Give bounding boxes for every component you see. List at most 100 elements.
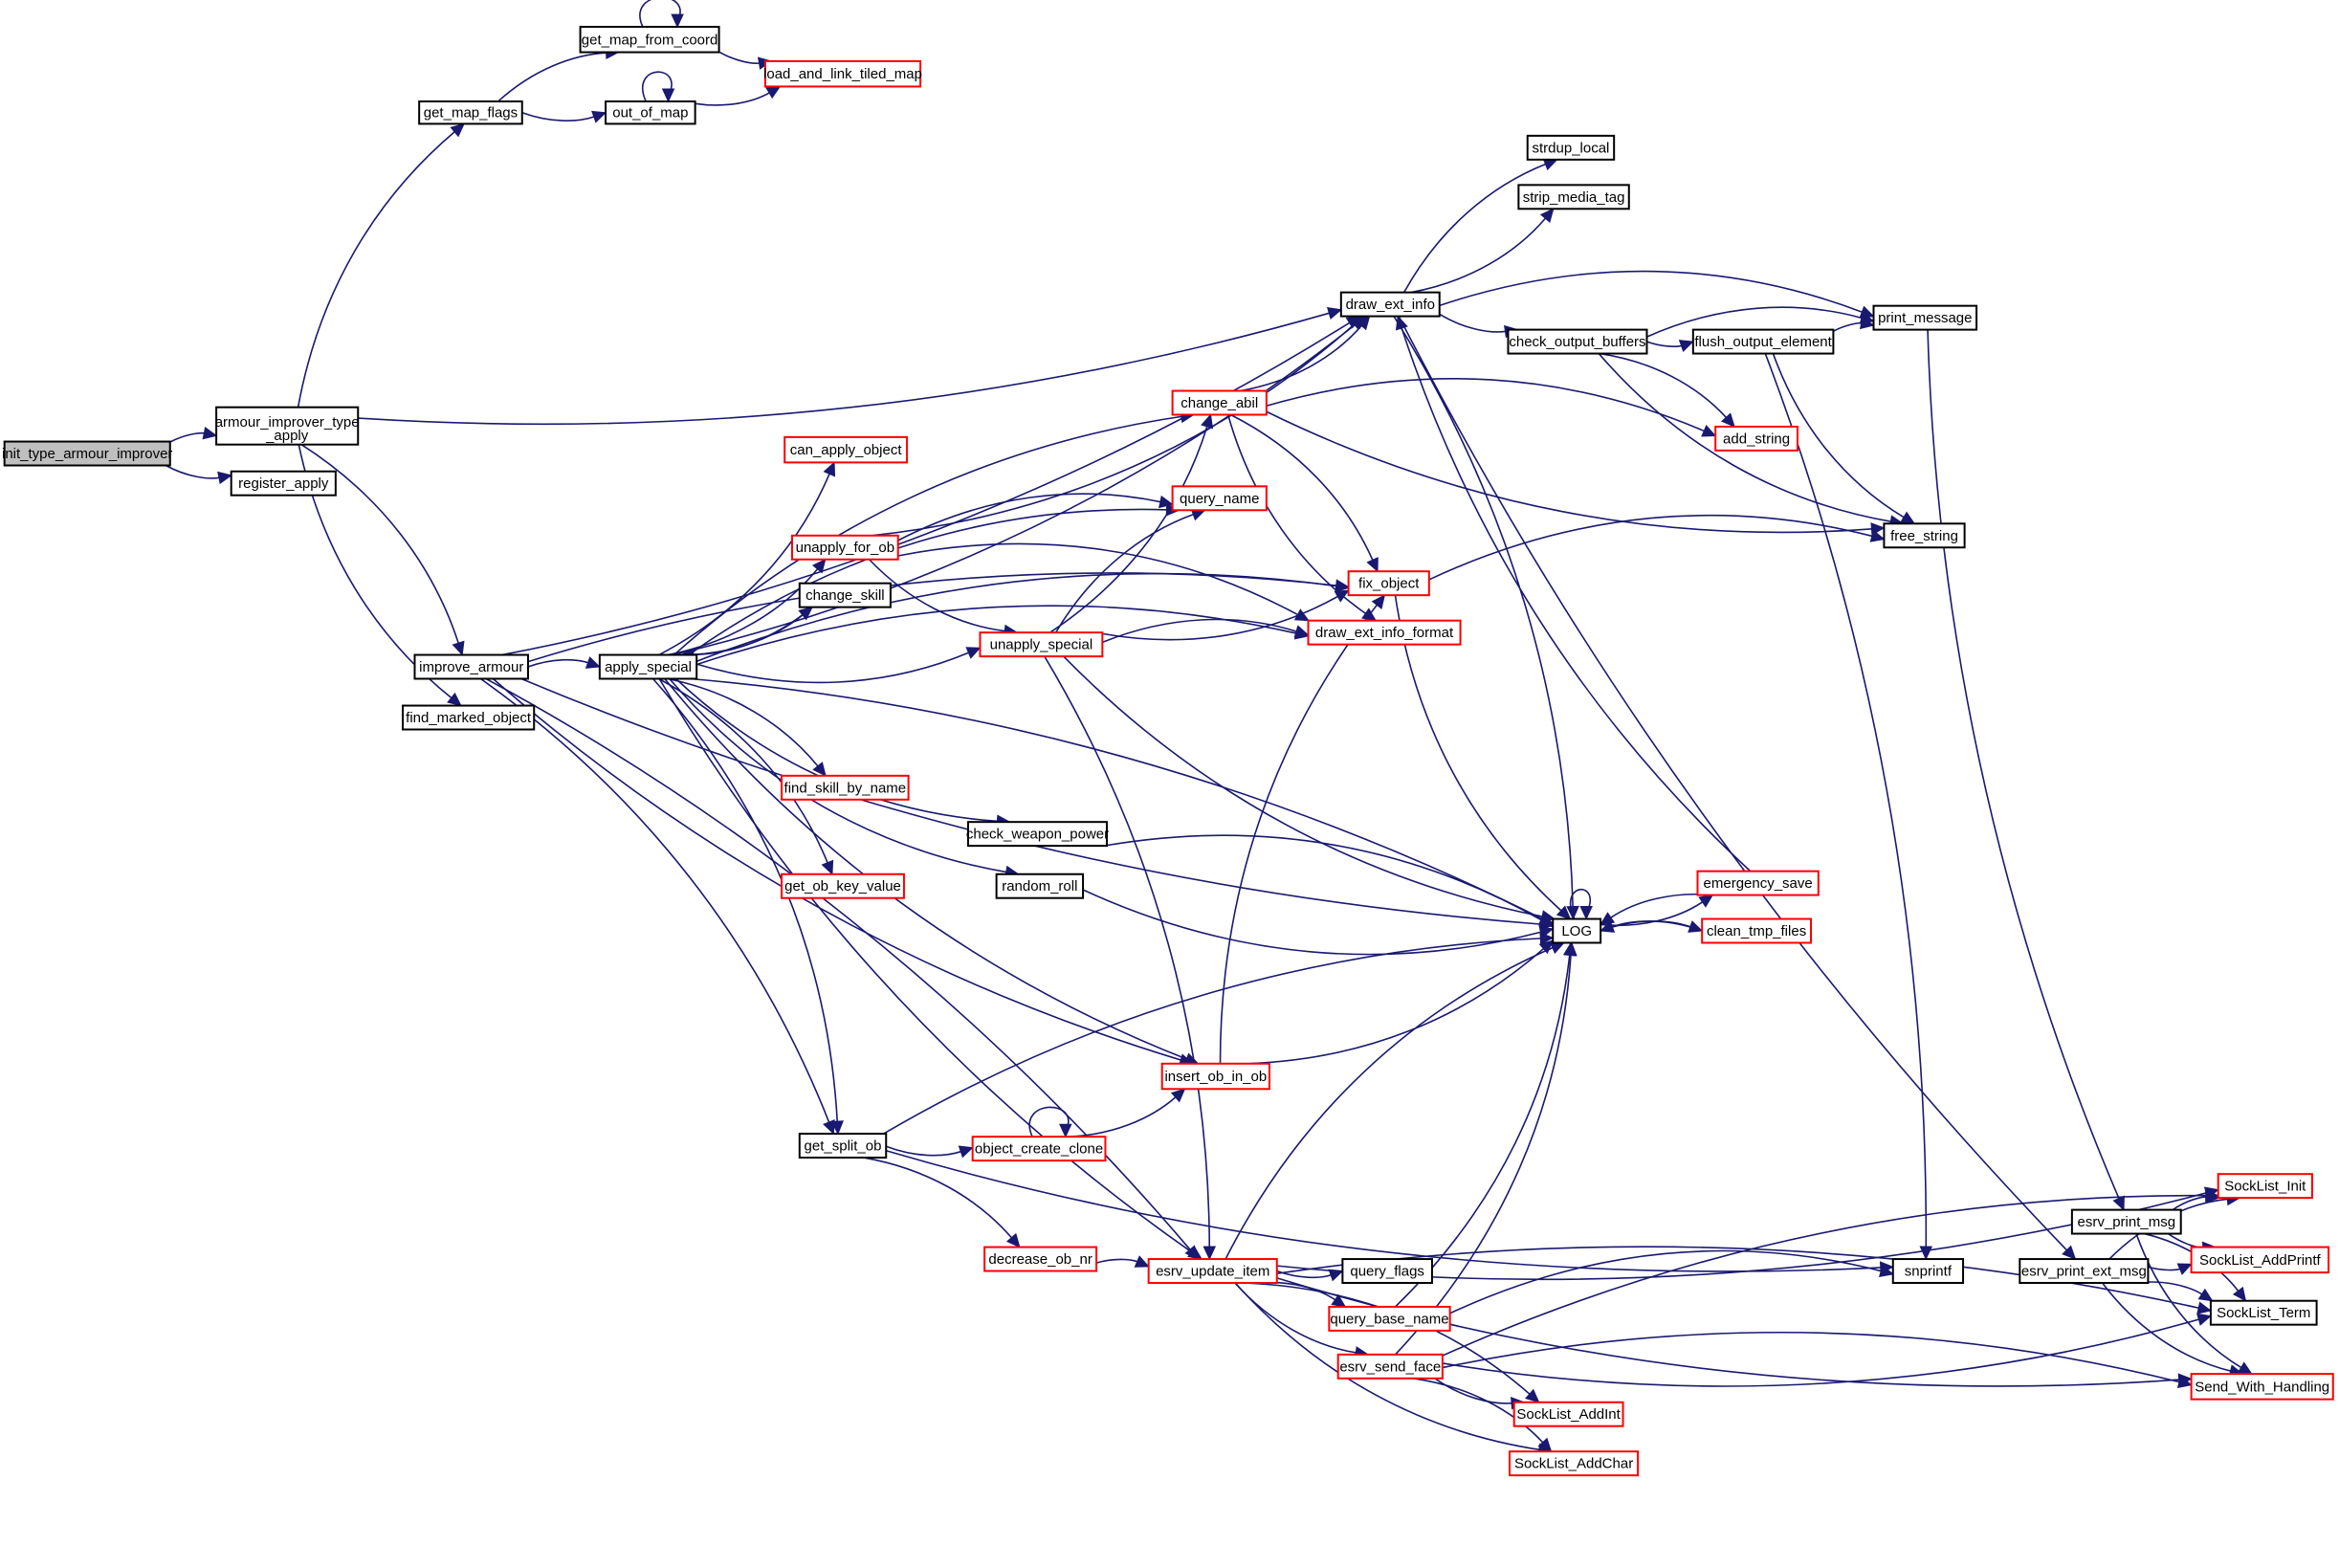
nodes-layer: init_type_armour_improver armour_improver… (2, 26, 2334, 1477)
node-box (598, 653, 698, 680)
node-improve_armour[interactable]: improve_armour (413, 653, 529, 680)
arrowhead-icon (1538, 914, 1555, 928)
node-out_of_map[interactable]: out_of_map (605, 100, 696, 125)
node-draw_ext_info[interactable]: draw_ext_info (1339, 291, 1441, 318)
edge-line (1927, 329, 2121, 1200)
node-init_type_armour_improver[interactable]: init_type_armour_improver (2, 440, 172, 467)
node-free_string[interactable]: free_string (1883, 522, 1966, 549)
node-query_base_name[interactable]: query_base_name (1328, 1305, 1451, 1332)
edge-esrv_send_face-to-SockList_Term (1442, 1313, 2213, 1387)
node-label: clean_tmp_files (1707, 923, 1806, 939)
node-draw_ext_info_format[interactable]: draw_ext_info_format (1307, 619, 1462, 646)
edge-line (664, 677, 1188, 1061)
node-object_create_clone[interactable]: object_create_clone (971, 1136, 1107, 1162)
node-random_roll[interactable]: random_roll (995, 872, 1085, 899)
node-label: query_base_name (1330, 1311, 1448, 1327)
edge-line (1394, 954, 1571, 1308)
node-esrv_send_face[interactable]: esrv_send_face (1336, 1353, 1444, 1380)
node-register_apply[interactable]: register_apply (230, 470, 337, 497)
edge-esrv_print_ext_msg-to-SockList_Term (2134, 1281, 2214, 1302)
node-get_map_flags[interactable]: get_map_flags (418, 100, 523, 125)
node-label: add_string (1723, 431, 1790, 447)
node-label: SockList_AddInt (1516, 1406, 1621, 1423)
arrowhead-icon (1187, 1246, 1203, 1260)
node-label: unapply_for_ob (796, 540, 894, 556)
node-change_skill[interactable]: change_skill (798, 582, 892, 608)
node-query_flags[interactable]: query_flags (1341, 1258, 1433, 1285)
node-SockList_AddPrintf[interactable]: SockList_AddPrintf (2190, 1246, 2330, 1274)
node-get_map_from_coord[interactable]: get_map_from_coord (579, 26, 720, 54)
edge-line (1393, 316, 1574, 908)
node-fix_object[interactable]: fix_object (1347, 570, 1430, 597)
node-label: esrv_send_face (1339, 1358, 1441, 1375)
node-label: random_roll (1002, 878, 1077, 894)
node-unapply_for_ob[interactable]: unapply_for_ob (790, 534, 899, 561)
node-label: SockList_Term (2217, 1305, 2310, 1321)
node-box (1171, 485, 1268, 512)
node-check_weapon_power[interactable]: check_weapon_power (966, 821, 1109, 848)
arrowhead-icon (671, 13, 684, 29)
edge-insert_ob_in_ob-to-fix_object (1219, 594, 1386, 1064)
node-esrv_print_msg[interactable]: esrv_print_msg (2070, 1208, 2182, 1235)
node-find_marked_object[interactable]: find_marked_object (402, 704, 536, 731)
node-strdup_local[interactable]: strdup_local (1526, 134, 1616, 161)
edge-draw_ext_info-to-strdup_local (1402, 158, 1558, 294)
arrowhead-icon (661, 88, 675, 103)
edge-check_output_buffers-to-flush_output_element (1646, 340, 1694, 352)
edge-line (1449, 1249, 1883, 1314)
node-find_skill_by_name[interactable]: find_skill_by_name (781, 774, 910, 801)
node-print_message[interactable]: print_message (1872, 304, 1978, 331)
arrowhead-icon (2196, 1313, 2213, 1326)
node-snprintf[interactable]: snprintf (1891, 1258, 1965, 1285)
edge-get_split_ob-to-decrease_ob_nr (863, 1157, 1021, 1248)
node-apply_special[interactable]: apply_special (598, 653, 698, 680)
node-check_output_buffers[interactable]: check_output_buffers (1507, 328, 1648, 355)
edge-LOG-to-LOG (1569, 888, 1593, 920)
edge-fix_object-to-free_string (1428, 514, 1886, 581)
node-label: snprintf (1905, 1264, 1953, 1280)
edge-get_map_from_coord-to-get_map_from_coord (639, 0, 684, 29)
edge-line (886, 1150, 1882, 1272)
node-label: LOG (1561, 923, 1592, 939)
arrowhead-icon (1859, 316, 1875, 330)
node-strip_media_tag[interactable]: strip_media_tag (1517, 184, 1630, 210)
node-Send_With_Handling[interactable]: Send_With_Handling (2190, 1373, 2334, 1401)
edge-clean_tmp_files-to-LOG (1600, 920, 1703, 933)
node-box (781, 872, 905, 899)
node-add_string[interactable]: add_string (1714, 425, 1798, 452)
node-box (1512, 1401, 1624, 1427)
node-decrease_ob_nr[interactable]: decrease_ob_nr (983, 1246, 1098, 1272)
node-label: can_apply_object (790, 442, 903, 458)
node-clean_tmp_files[interactable]: clean_tmp_files (1701, 917, 1813, 944)
edge-line (1247, 947, 1545, 1065)
node-LOG[interactable]: LOG (1552, 917, 1602, 944)
node-get_split_ob[interactable]: get_split_ob (798, 1133, 888, 1159)
node-insert_ob_in_ob[interactable]: insert_ob_in_ob (1160, 1062, 1270, 1091)
node-change_abil[interactable]: change_abil (1171, 389, 1268, 416)
node-can_apply_object[interactable]: can_apply_object (783, 435, 909, 464)
node-SockList_AddChar[interactable]: SockList_AddChar (1509, 1450, 1640, 1477)
edge-get_split_ob-to-LOG (883, 932, 1555, 1135)
node-unapply_special[interactable]: unapply_special (979, 631, 1104, 658)
edge-line (658, 473, 831, 656)
node-SockList_AddInt[interactable]: SockList_AddInt (1512, 1401, 1624, 1427)
node-SockList_Term[interactable]: SockList_Term (2209, 1299, 2318, 1326)
node-box (1714, 425, 1798, 452)
node-esrv_print_ext_msg[interactable]: esrv_print_ext_msg (2019, 1258, 2150, 1285)
node-query_name[interactable]: query_name (1171, 485, 1268, 512)
node-label: query_name (1180, 491, 1259, 507)
edge-line (1240, 324, 1363, 392)
edge-line (1401, 326, 1752, 872)
node-get_ob_key_value[interactable]: get_ob_key_value (781, 872, 905, 899)
node-armour_improver_type_apply[interactable]: armour_improver_type_apply (215, 406, 360, 446)
node-SockList_Init[interactable]: SockList_Init (2217, 1173, 2313, 1200)
node-box (605, 100, 696, 125)
node-box (1171, 389, 1268, 416)
node-flush_output_element[interactable]: flush_output_element (1691, 328, 1835, 355)
node-emergency_save[interactable]: emergency_save (1696, 870, 1820, 896)
edge-line (1044, 655, 1211, 1248)
arrowhead-icon (830, 1120, 844, 1136)
node-esrv_update_item[interactable]: esrv_update_item (1147, 1258, 1278, 1285)
node-load_and_link_tiled_map[interactable]: load_and_link_tiled_map (763, 59, 922, 88)
node-box (798, 582, 892, 608)
